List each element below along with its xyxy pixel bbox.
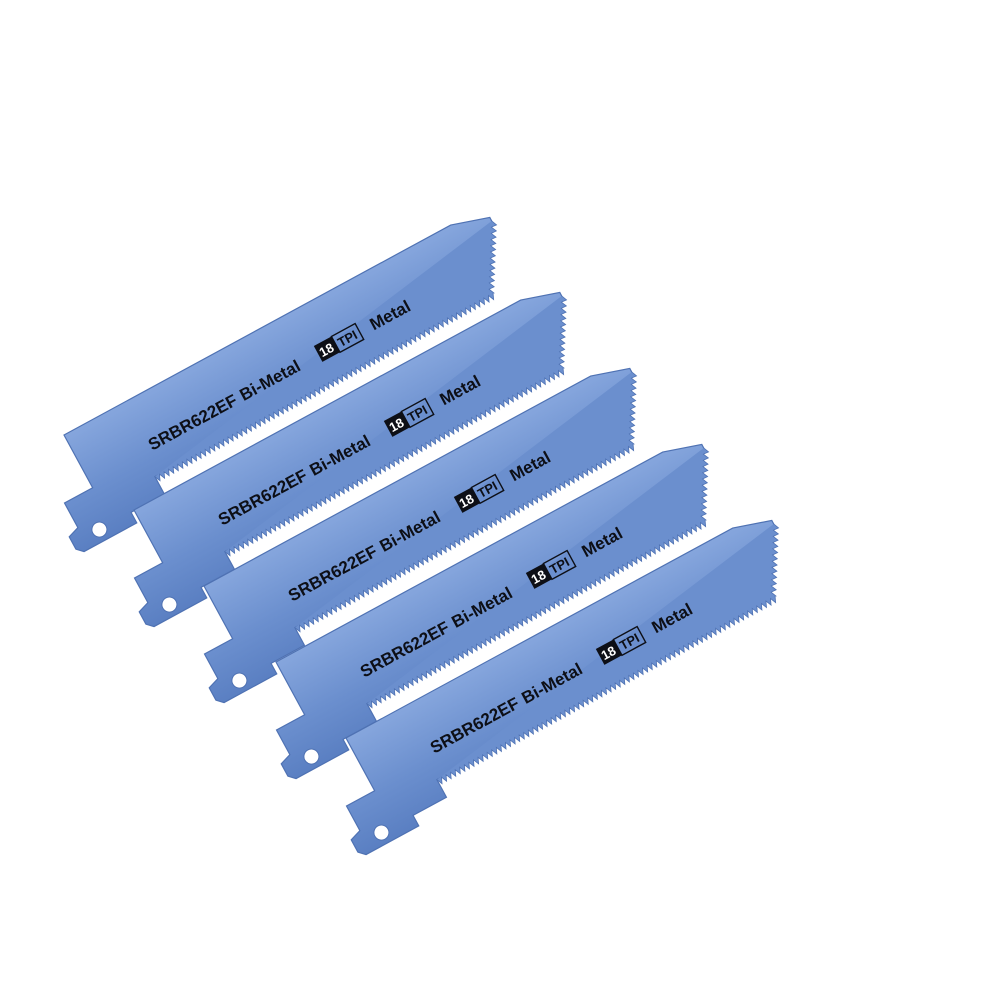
tpi-number-text: 18 [529, 567, 549, 587]
saw-blade-2: SRBR622EF Bi-Metal 18 TPI Metal [94, 281, 609, 631]
saw-blade-5: SRBR622EF Bi-Metal 18 TPI Metal [306, 509, 821, 859]
tpi-badge [313, 336, 340, 362]
tpi-badge [383, 411, 410, 437]
tpi-number-text: 18 [387, 415, 407, 435]
tpi-number-text: 18 [317, 340, 337, 360]
saw-blade-4: SRBR622EF Bi-Metal 18 TPI Metal [236, 433, 751, 783]
saw-blade-1: SRBR622EF Bi-Metal 18 TPI Metal [24, 206, 539, 556]
tpi-badge [525, 563, 552, 589]
tpi-badge [595, 639, 622, 665]
tpi-number-text: 18 [457, 491, 477, 511]
tpi-badge [453, 487, 480, 513]
saw-blade-3: SRBR622EF Bi-Metal 18 TPI Metal [164, 357, 679, 707]
tpi-number-text: 18 [599, 643, 619, 663]
